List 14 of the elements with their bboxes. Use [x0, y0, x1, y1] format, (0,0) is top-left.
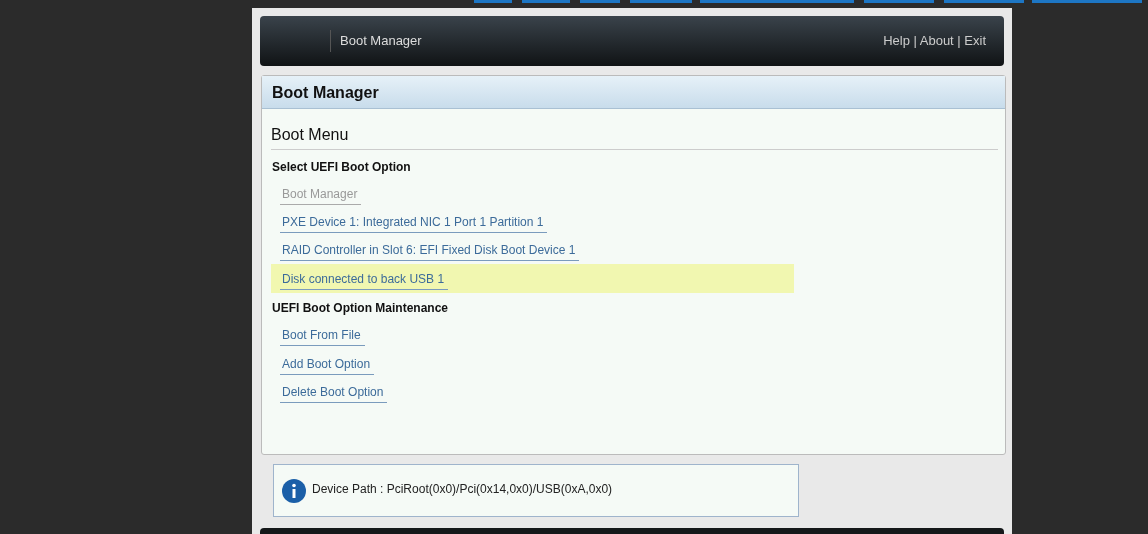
group-heading: UEFI Boot Option Maintenance: [272, 301, 448, 315]
menu-option: RAID Controller in Slot 6: EFI Fixed Disk Boot Device 1: [280, 243, 580, 261]
menu-option: Add Boot Option: [280, 357, 375, 375]
section-heading: Boot Menu: [271, 126, 349, 144]
menu-option: Boot Manager: [280, 187, 362, 205]
group-heading: Select UEFI Boot Option: [272, 160, 411, 174]
menu-option: Delete Boot Option: [280, 385, 388, 403]
status-text: Device Path : PciRoot(0x0)/Pci(0x14,0x0)/USB(0xA,0x0): [312, 482, 613, 496]
menu-option: Disk connected to back USB 1: [280, 272, 449, 290]
menu-option: Boot From File: [280, 328, 365, 346]
panel-title: Boot Manager: [272, 84, 379, 102]
page-title: Boot Manager: [340, 33, 422, 48]
header-links: Help | About | Exit: [883, 33, 986, 48]
menu-option: PXE Device 1: Integrated NIC 1 Port 1 Partition 1: [280, 215, 548, 233]
